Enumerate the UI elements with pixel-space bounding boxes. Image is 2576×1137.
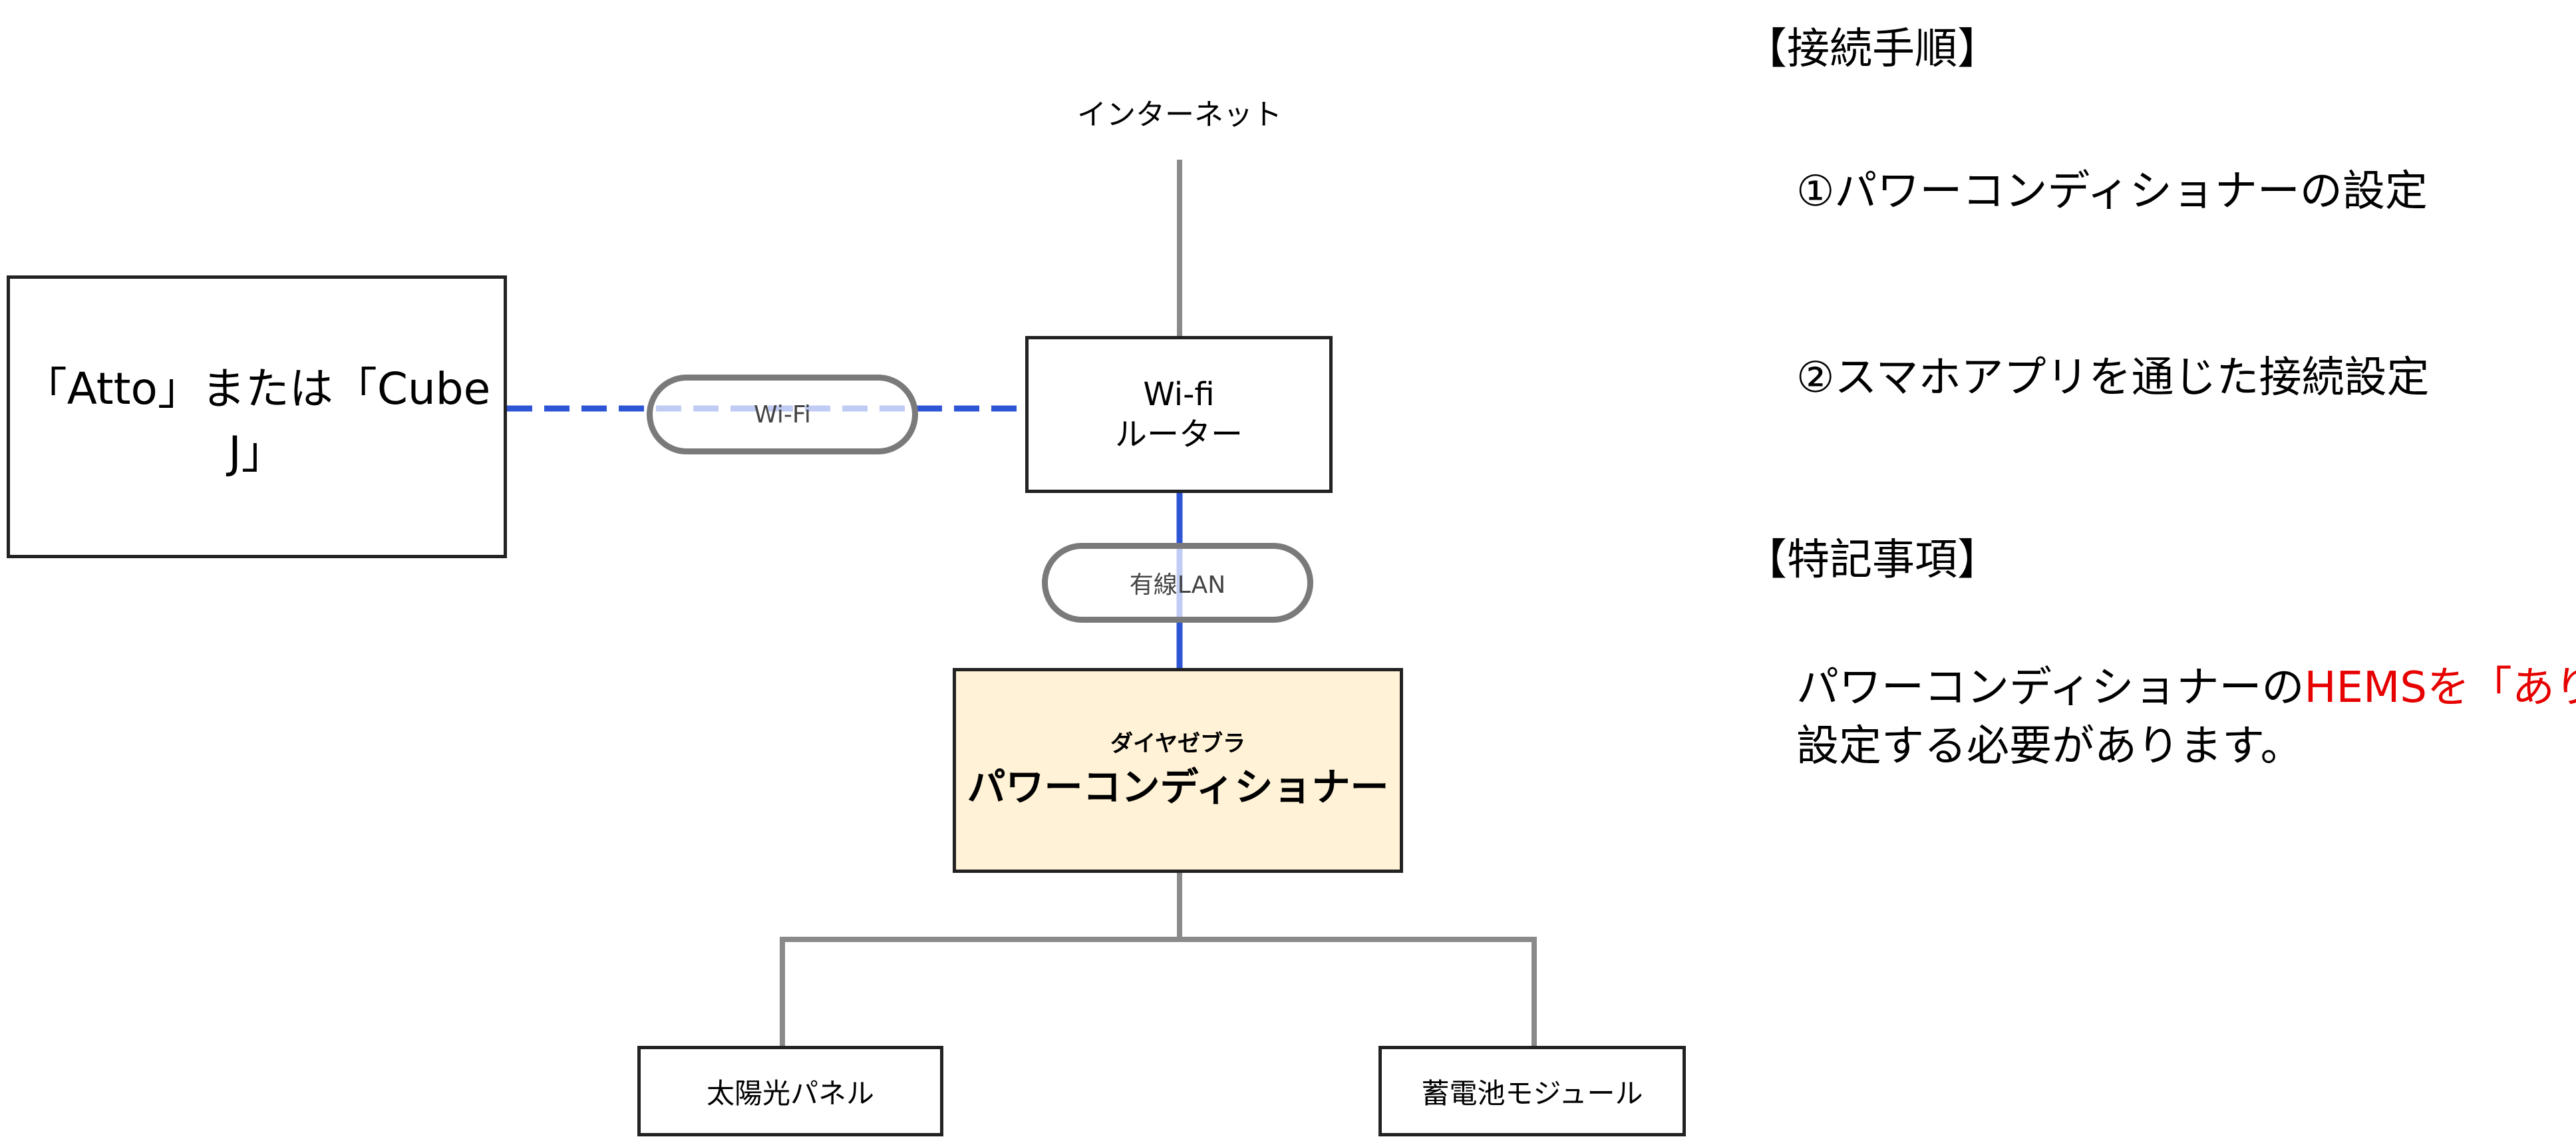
procedure-step-1: ①パワーコンディショナーの設定 [1796, 167, 2428, 216]
lan-label: 有線LAN [1129, 571, 1226, 599]
lan-pill: 有線LAN [1042, 543, 1313, 623]
special-heading: 【特記事項】 [1744, 536, 2000, 585]
special-text-line2: 設定する必要があります。 [1796, 722, 2303, 771]
pcs-box: ダイヤゼブラ パワーコンディショナー [953, 668, 1403, 873]
procedure-heading: 【接続手順】 [1744, 25, 2000, 74]
solar-box: 太陽光パネル [637, 1046, 943, 1136]
device-box: 「Atto」または「Cube J」 [7, 275, 507, 558]
special-text-line1: パワーコンディショナーのHEMSを「あり」に [1796, 653, 2576, 715]
wifi-label: Wi-Fi [754, 401, 811, 428]
router-label-line2: ルーター [1114, 416, 1243, 453]
battery-box: 蓄電池モジュール [1378, 1046, 1686, 1136]
battery-label: 蓄電池モジュール [1421, 1076, 1643, 1110]
procedure-step-2: ②スマホアプリを通じた接続設定 [1796, 353, 2430, 403]
special-text-1a: パワーコンディショナーの [1796, 663, 2305, 713]
pcs-title: パワーコンディショナー [967, 764, 1389, 810]
pcs-subtitle: ダイヤゼブラ [1110, 731, 1245, 757]
router-label-line1: Wi-fi [1143, 376, 1215, 413]
device-label: 「Atto」または「Cube J」 [23, 363, 491, 478]
internet-label: インターネット [1077, 98, 1282, 132]
router-box: Wi-fi ルーター [1025, 336, 1333, 493]
special-text-highlight: HEMSを「あり」 [2304, 663, 2576, 713]
solar-label: 太陽光パネル [706, 1076, 874, 1110]
wifi-pill: Wi-Fi [647, 375, 918, 454]
